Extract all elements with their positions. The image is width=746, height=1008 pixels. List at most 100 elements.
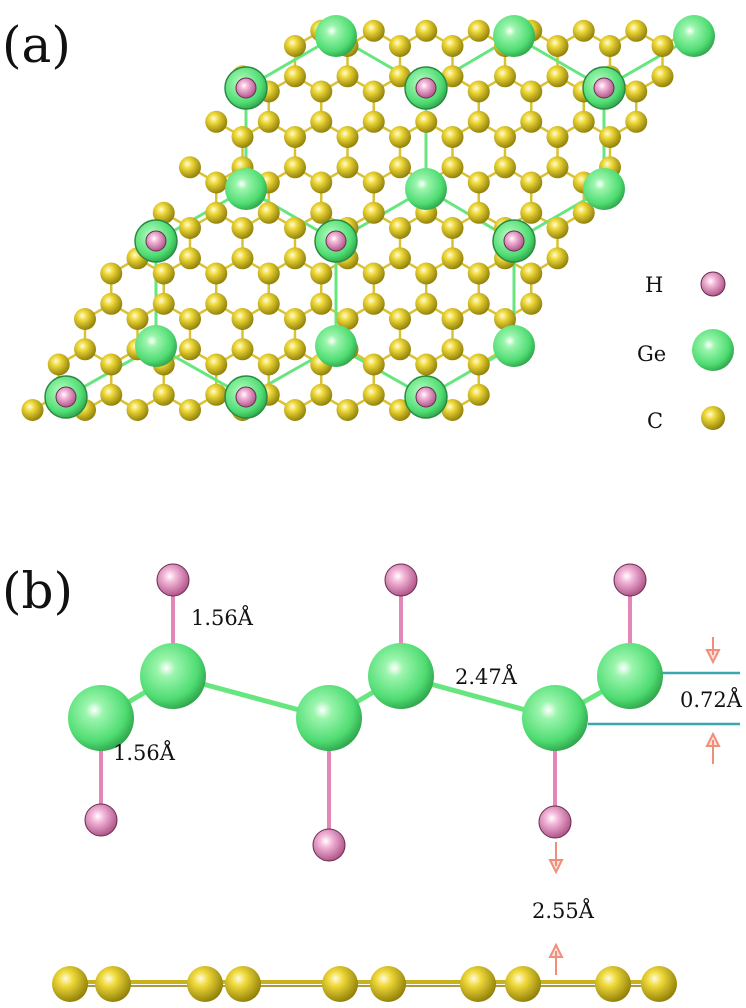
carbon-atom	[257, 292, 280, 315]
legend-swatch-h	[700, 271, 726, 297]
hydrogen-atom	[415, 386, 437, 408]
carbon-atom	[310, 110, 333, 133]
carbon-atom	[546, 156, 569, 179]
carbon-atom	[362, 383, 385, 406]
carbon-atom	[625, 110, 648, 133]
hydrogen-atom	[55, 386, 77, 408]
germanium-atom	[315, 325, 357, 367]
germanium-atom	[315, 15, 357, 57]
legend-label-c: C	[647, 409, 663, 433]
germanium-atom	[493, 15, 535, 57]
buckling-height: 0.72Å	[680, 687, 743, 712]
carbon-atom	[257, 353, 280, 376]
carbon-atom	[322, 966, 358, 1002]
carbon-atom	[257, 110, 280, 133]
carbon-atom	[520, 110, 543, 133]
carbon-atom	[310, 383, 333, 406]
hydrogen-atom	[415, 77, 437, 99]
carbon-atom	[505, 966, 541, 1002]
carbon-atom	[520, 171, 543, 194]
carbon-atom	[205, 110, 228, 133]
carbon-atom	[520, 80, 543, 103]
germanane-side-atoms	[68, 563, 663, 862]
carbon-atom	[389, 35, 411, 57]
carbon-atom	[546, 126, 569, 148]
carbon-atom	[467, 353, 490, 376]
carbon-atom	[205, 383, 228, 406]
carbon-atom	[467, 292, 490, 315]
carbon-atom	[362, 80, 385, 103]
carbon-atom	[231, 308, 254, 330]
carbon-atom	[494, 308, 516, 330]
hydrogen-atom	[593, 77, 615, 99]
carbon-atom	[310, 80, 333, 103]
carbon-atom	[389, 126, 411, 148]
carbon-atom	[231, 338, 254, 361]
buckling-down-arrow	[705, 637, 721, 665]
carbon-atom	[625, 19, 648, 42]
carbon-atom	[179, 217, 201, 239]
carbon-atom	[362, 201, 385, 224]
carbon-atom	[284, 156, 306, 179]
hydrogen-atom	[312, 828, 346, 862]
germanium-atom	[583, 168, 625, 210]
carbon-atom	[546, 35, 569, 57]
carbon-atom	[467, 262, 490, 285]
carbon-atom	[546, 217, 569, 239]
hydrogen-atoms	[55, 77, 615, 408]
carbon-atom	[47, 353, 70, 376]
carbon-atom	[389, 399, 411, 421]
carbon-atom	[152, 292, 175, 315]
germanium-atom	[405, 168, 447, 210]
carbon-atom	[415, 353, 438, 376]
carbon-atom	[205, 201, 228, 224]
carbon-atom	[441, 217, 464, 239]
carbon-atom	[389, 247, 411, 270]
germanium-atom	[597, 643, 663, 709]
carbon-atom	[460, 966, 496, 1002]
carbon-atom	[205, 171, 228, 194]
carbon-atom	[179, 308, 201, 330]
carbon-atom	[625, 80, 648, 103]
carbon-atom	[362, 292, 385, 315]
carbon-atom	[179, 338, 201, 361]
carbon-atom	[415, 262, 438, 285]
carbon-atom	[126, 308, 149, 330]
carbon-atom	[284, 126, 306, 148]
carbon-atom	[284, 217, 306, 239]
legend-label-ge: Ge	[637, 342, 666, 366]
carbon-atom	[362, 19, 385, 42]
legend: H Ge C	[637, 271, 734, 433]
carbon-atom	[187, 966, 223, 1002]
carbon-atom	[100, 292, 123, 315]
carbon-atom	[336, 126, 359, 148]
hydrogen-atom	[235, 77, 257, 99]
carbon-atom	[520, 201, 543, 224]
carbon-atom	[362, 353, 385, 376]
carbon-atom	[572, 19, 595, 42]
carbon-atom	[441, 308, 464, 330]
carbon-atom	[415, 110, 438, 133]
carbon-atom	[572, 201, 595, 224]
carbon-atom	[52, 966, 88, 1002]
carbon-atom	[441, 35, 464, 57]
carbon-atom	[441, 399, 464, 421]
hydrogen-atom	[613, 563, 647, 597]
layer-gap: 2.55Å	[532, 898, 595, 923]
carbon-atom	[441, 338, 464, 361]
hydrogen-atom	[84, 803, 118, 837]
carbon-atom	[520, 262, 543, 285]
carbon-atom	[205, 292, 228, 315]
carbon-atom	[441, 65, 464, 88]
carbon-atom	[467, 201, 490, 224]
carbon-atom	[231, 126, 254, 148]
carbon-atom	[100, 383, 123, 406]
carbon-atom	[651, 35, 674, 57]
carbon-atom	[336, 65, 359, 88]
carbon-atom	[284, 65, 306, 88]
carbon-atom	[494, 65, 516, 88]
carbon-atom	[152, 262, 175, 285]
carbon-atom	[284, 308, 306, 330]
carbon-atom	[520, 292, 543, 315]
carbon-atom	[179, 156, 201, 179]
